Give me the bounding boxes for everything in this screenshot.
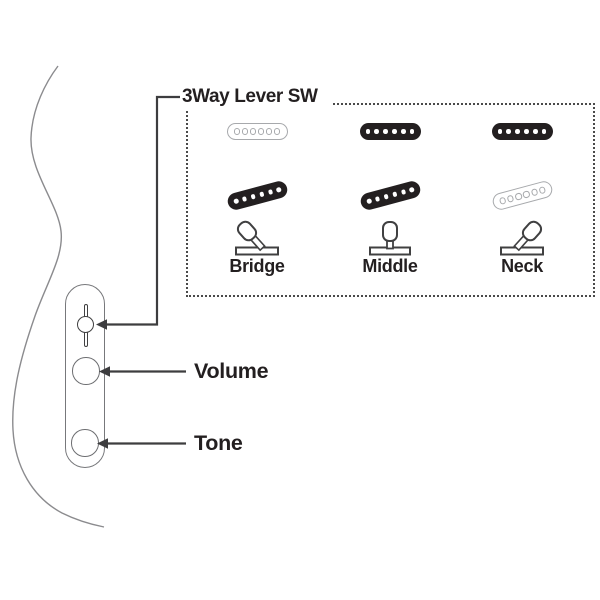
lever-position-icon [497,220,547,258]
lever-position-icon [365,220,415,258]
position-column-neck: Neck [462,110,582,280]
position-label: Bridge [229,256,285,276]
slanted-pickup [490,179,554,212]
straight-pickup [491,123,553,140]
position-label: Neck [501,256,543,276]
straight-pickup [359,123,421,140]
tone-knob [71,429,99,457]
lever-left-icon [235,220,279,256]
volume-knob [72,357,100,385]
lever-switch-knob [77,315,94,333]
straight-pickup [226,123,288,140]
slanted-pickup [225,179,289,212]
lever-position-icon [232,220,282,258]
tone-label: Tone [194,431,243,455]
switch-positions-panel [186,103,595,297]
switch-title-label: 3Way Lever SW [180,87,331,109]
position-column-bridge: Bridge [197,110,317,280]
position-label: Middle [362,256,418,276]
volume-label: Volume [194,359,269,383]
lever-right-icon [500,220,544,256]
switch-connector-line [105,95,180,326]
slanted-pickup [358,179,422,212]
position-column-middle: Middle [330,110,450,280]
lever-center-icon [369,221,411,256]
